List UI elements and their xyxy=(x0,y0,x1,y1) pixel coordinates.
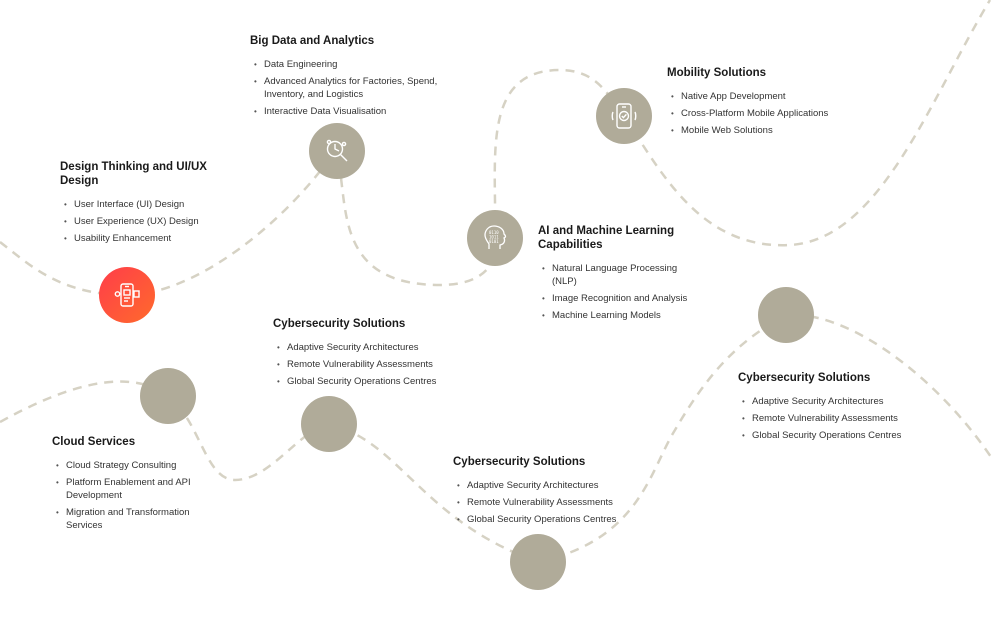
list-item: Adaptive Security Architectures xyxy=(738,395,938,408)
node-cloud[interactable] xyxy=(140,368,196,424)
node-mobility[interactable] xyxy=(596,88,652,144)
list-item: Migration and Transformation Services xyxy=(52,506,212,532)
mobile-check-icon xyxy=(611,103,637,129)
list-item: Global Security Operations Centres xyxy=(453,513,653,526)
card-cybersecurity-3: Cybersecurity Solutions Adaptive Securit… xyxy=(738,371,938,446)
list-item: Machine Learning Models xyxy=(538,309,698,322)
card-title: Cloud Services xyxy=(52,436,136,448)
ai-head-icon: 0110 1011 0101 xyxy=(484,225,507,249)
mobile-design-icon xyxy=(114,283,140,307)
card-ai-ml: AI and Machine Learning Capabilities Nat… xyxy=(538,224,698,326)
card-title: AI and Machine Learning Capabilities xyxy=(538,225,675,251)
list-item: Native App Development xyxy=(667,90,867,103)
card-title: Cybersecurity Solutions xyxy=(738,372,871,384)
list-item: Adaptive Security Architectures xyxy=(273,341,473,354)
card-design-thinking: Design Thinking and UI/UX Design User In… xyxy=(60,160,230,249)
card-title: Mobility Solutions xyxy=(667,67,767,79)
list-item: Cloud Strategy Consulting xyxy=(52,459,212,472)
list-item: Mobile Web Solutions xyxy=(667,124,867,137)
svg-text:0101: 0101 xyxy=(489,239,499,244)
list-item: Interactive Data Visualisation xyxy=(250,105,455,118)
card-cloud: Cloud Services Cloud Strategy Consulting… xyxy=(52,435,212,536)
list-item: Remote Vulnerability Assessments xyxy=(738,412,938,425)
node-cybersecurity-3[interactable] xyxy=(758,287,814,343)
list-item: Natural Language Processing (NLP) xyxy=(538,262,698,288)
list-item: Remote Vulnerability Assessments xyxy=(273,358,473,371)
list-item: Advanced Analytics for Factories, Spend,… xyxy=(250,75,455,101)
node-big-data[interactable] xyxy=(309,123,365,179)
card-big-data: Big Data and Analytics Data Engineering … xyxy=(250,34,455,122)
card-title: Cybersecurity Solutions xyxy=(453,456,586,468)
list-item: Global Security Operations Centres xyxy=(273,375,473,388)
list-item: Platform Enablement and API Development xyxy=(52,476,212,502)
list-item: Data Engineering xyxy=(250,58,455,71)
card-title: Big Data and Analytics xyxy=(250,35,375,47)
list-item: User Experience (UX) Design xyxy=(60,215,230,228)
list-item: Image Recognition and Analysis xyxy=(538,292,698,305)
node-design-thinking[interactable] xyxy=(99,267,155,323)
svg-text:0110: 0110 xyxy=(489,230,499,235)
node-ai-ml[interactable]: 0110 1011 0101 xyxy=(467,210,523,266)
node-cybersecurity-1[interactable] xyxy=(301,396,357,452)
card-title: Design Thinking and UI/UX Design xyxy=(60,161,207,187)
list-item: Remote Vulnerability Assessments xyxy=(453,496,653,509)
card-mobility: Mobility Solutions Native App Developmen… xyxy=(667,66,867,141)
card-cybersecurity-1: Cybersecurity Solutions Adaptive Securit… xyxy=(273,317,473,392)
list-item: Cross-Platform Mobile Applications xyxy=(667,107,867,120)
card-cybersecurity-2: Cybersecurity Solutions Adaptive Securit… xyxy=(453,455,653,530)
list-item: Adaptive Security Architectures xyxy=(453,479,653,492)
svg-text:1011: 1011 xyxy=(489,235,499,240)
analytics-magnifier-icon xyxy=(326,139,348,162)
list-item: Global Security Operations Centres xyxy=(738,429,938,442)
node-cybersecurity-2[interactable] xyxy=(510,534,566,590)
list-item: User Interface (UI) Design xyxy=(60,198,230,211)
card-title: Cybersecurity Solutions xyxy=(273,318,406,330)
list-item: Usability Enhancement xyxy=(60,232,230,245)
